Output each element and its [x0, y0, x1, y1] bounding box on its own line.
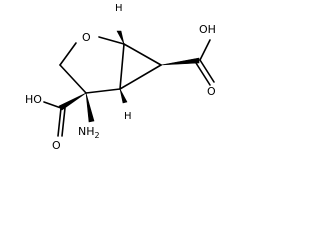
atom-cooh-left-o: O [52, 139, 61, 152]
bond-cooh-left-double-a [57, 107, 62, 137]
wedge-cooh-left [58, 92, 87, 111]
wedge-h-top [116, 30, 125, 45]
atom-h-bottom: H [124, 111, 132, 122]
bond-c6-c2 [85, 88, 121, 94]
bond-cooh-right-oh [199, 39, 211, 61]
bond-cooh-right-double-a [199, 59, 215, 83]
bond-c5-o [59, 42, 77, 66]
bond-o-c1 [98, 36, 125, 45]
atom-amine: NH2 [78, 125, 100, 140]
atom-cooh-left-ho: HO [25, 93, 42, 106]
atom-cooh-right-o: O [207, 85, 216, 98]
bond-cooh-left-double-b [61, 107, 66, 137]
bond-cooh-left-oh [43, 101, 62, 109]
bond-c1-c7 [123, 43, 162, 66]
wedge-cooh-right [160, 57, 200, 66]
bond-c1-c6 [119, 43, 125, 90]
wedge-h-bottom [119, 88, 128, 104]
atom-cooh-right-oh: OH [199, 23, 216, 36]
bond-cooh-right-double-b [195, 62, 211, 86]
atom-ring-oxygen: O [82, 31, 91, 44]
molecule-structure: O H H OH O HO O NH2 [25, 3, 216, 152]
amine-label: NH [78, 125, 95, 138]
amine-subscript: 2 [95, 131, 100, 140]
wedge-amine [85, 92, 95, 123]
bond-c4-c5 [59, 64, 87, 94]
atom-h-top: H [115, 3, 123, 14]
bond-c6-c7 [119, 64, 162, 90]
